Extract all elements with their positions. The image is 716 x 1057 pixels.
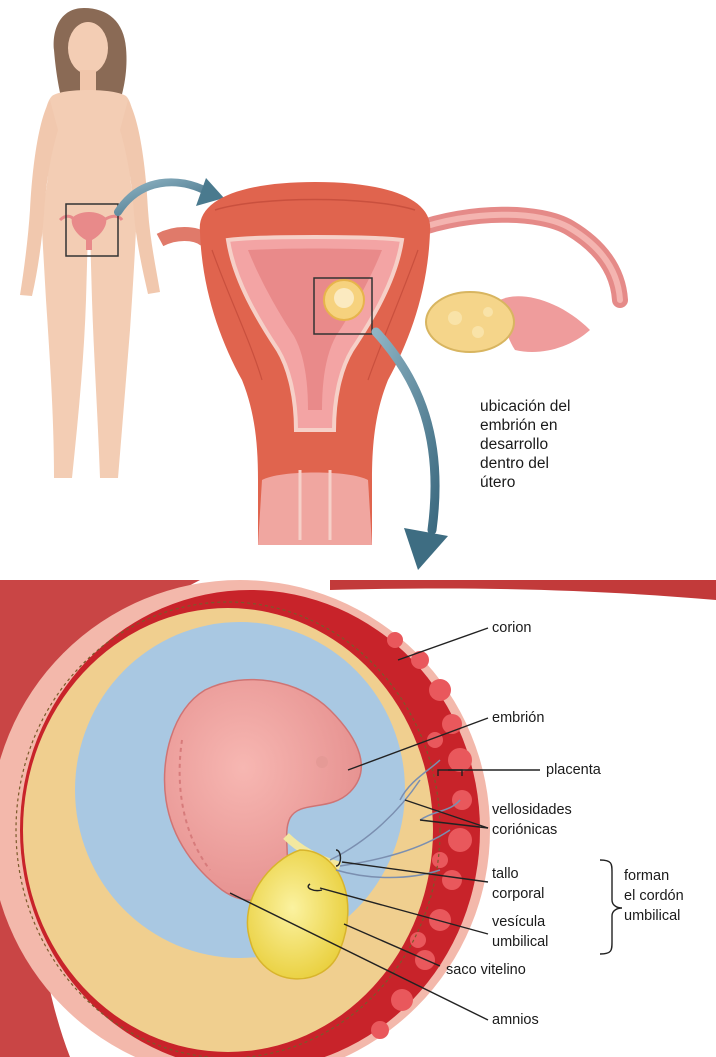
label-saco-vitelino: saco vitelino [446, 960, 526, 980]
caption-line-2: embrión en [480, 416, 570, 435]
label-forman-line-2: el cordón [624, 886, 684, 906]
label-forman-line-1: forman [624, 866, 684, 886]
embryo-cross-section [0, 580, 716, 1057]
caption-line-1: ubicación del [480, 397, 570, 416]
label-tallo-line-2: corporal [492, 884, 544, 904]
label-placenta: placenta [546, 760, 601, 780]
label-vellosidades-line-2: coriónicas [492, 820, 572, 840]
label-vellosidades: vellosidades coriónicas [492, 800, 572, 840]
label-amnios: amnios [492, 1010, 539, 1030]
label-vesicula: vesícula umbilical [492, 912, 548, 952]
location-caption: ubicación del embrión en desarrollo dent… [480, 397, 570, 492]
caption-line-3: desarrollo [480, 435, 570, 454]
label-vesicula-line-2: umbilical [492, 932, 548, 952]
label-embrion: embrión [492, 708, 544, 728]
female-body-figure [20, 8, 160, 478]
label-vellosidades-line-1: vellosidades [492, 800, 572, 820]
label-forman-line-3: umbilical [624, 906, 684, 926]
label-tallo-line-1: tallo [492, 864, 544, 884]
label-vesicula-line-1: vesícula [492, 912, 548, 932]
caption-line-5: útero [480, 473, 570, 492]
label-corion: corion [492, 618, 532, 638]
caption-line-4: dentro del [480, 454, 570, 473]
label-tallo: tallo corporal [492, 864, 544, 904]
label-forman-cordon: forman el cordón umbilical [624, 866, 684, 926]
